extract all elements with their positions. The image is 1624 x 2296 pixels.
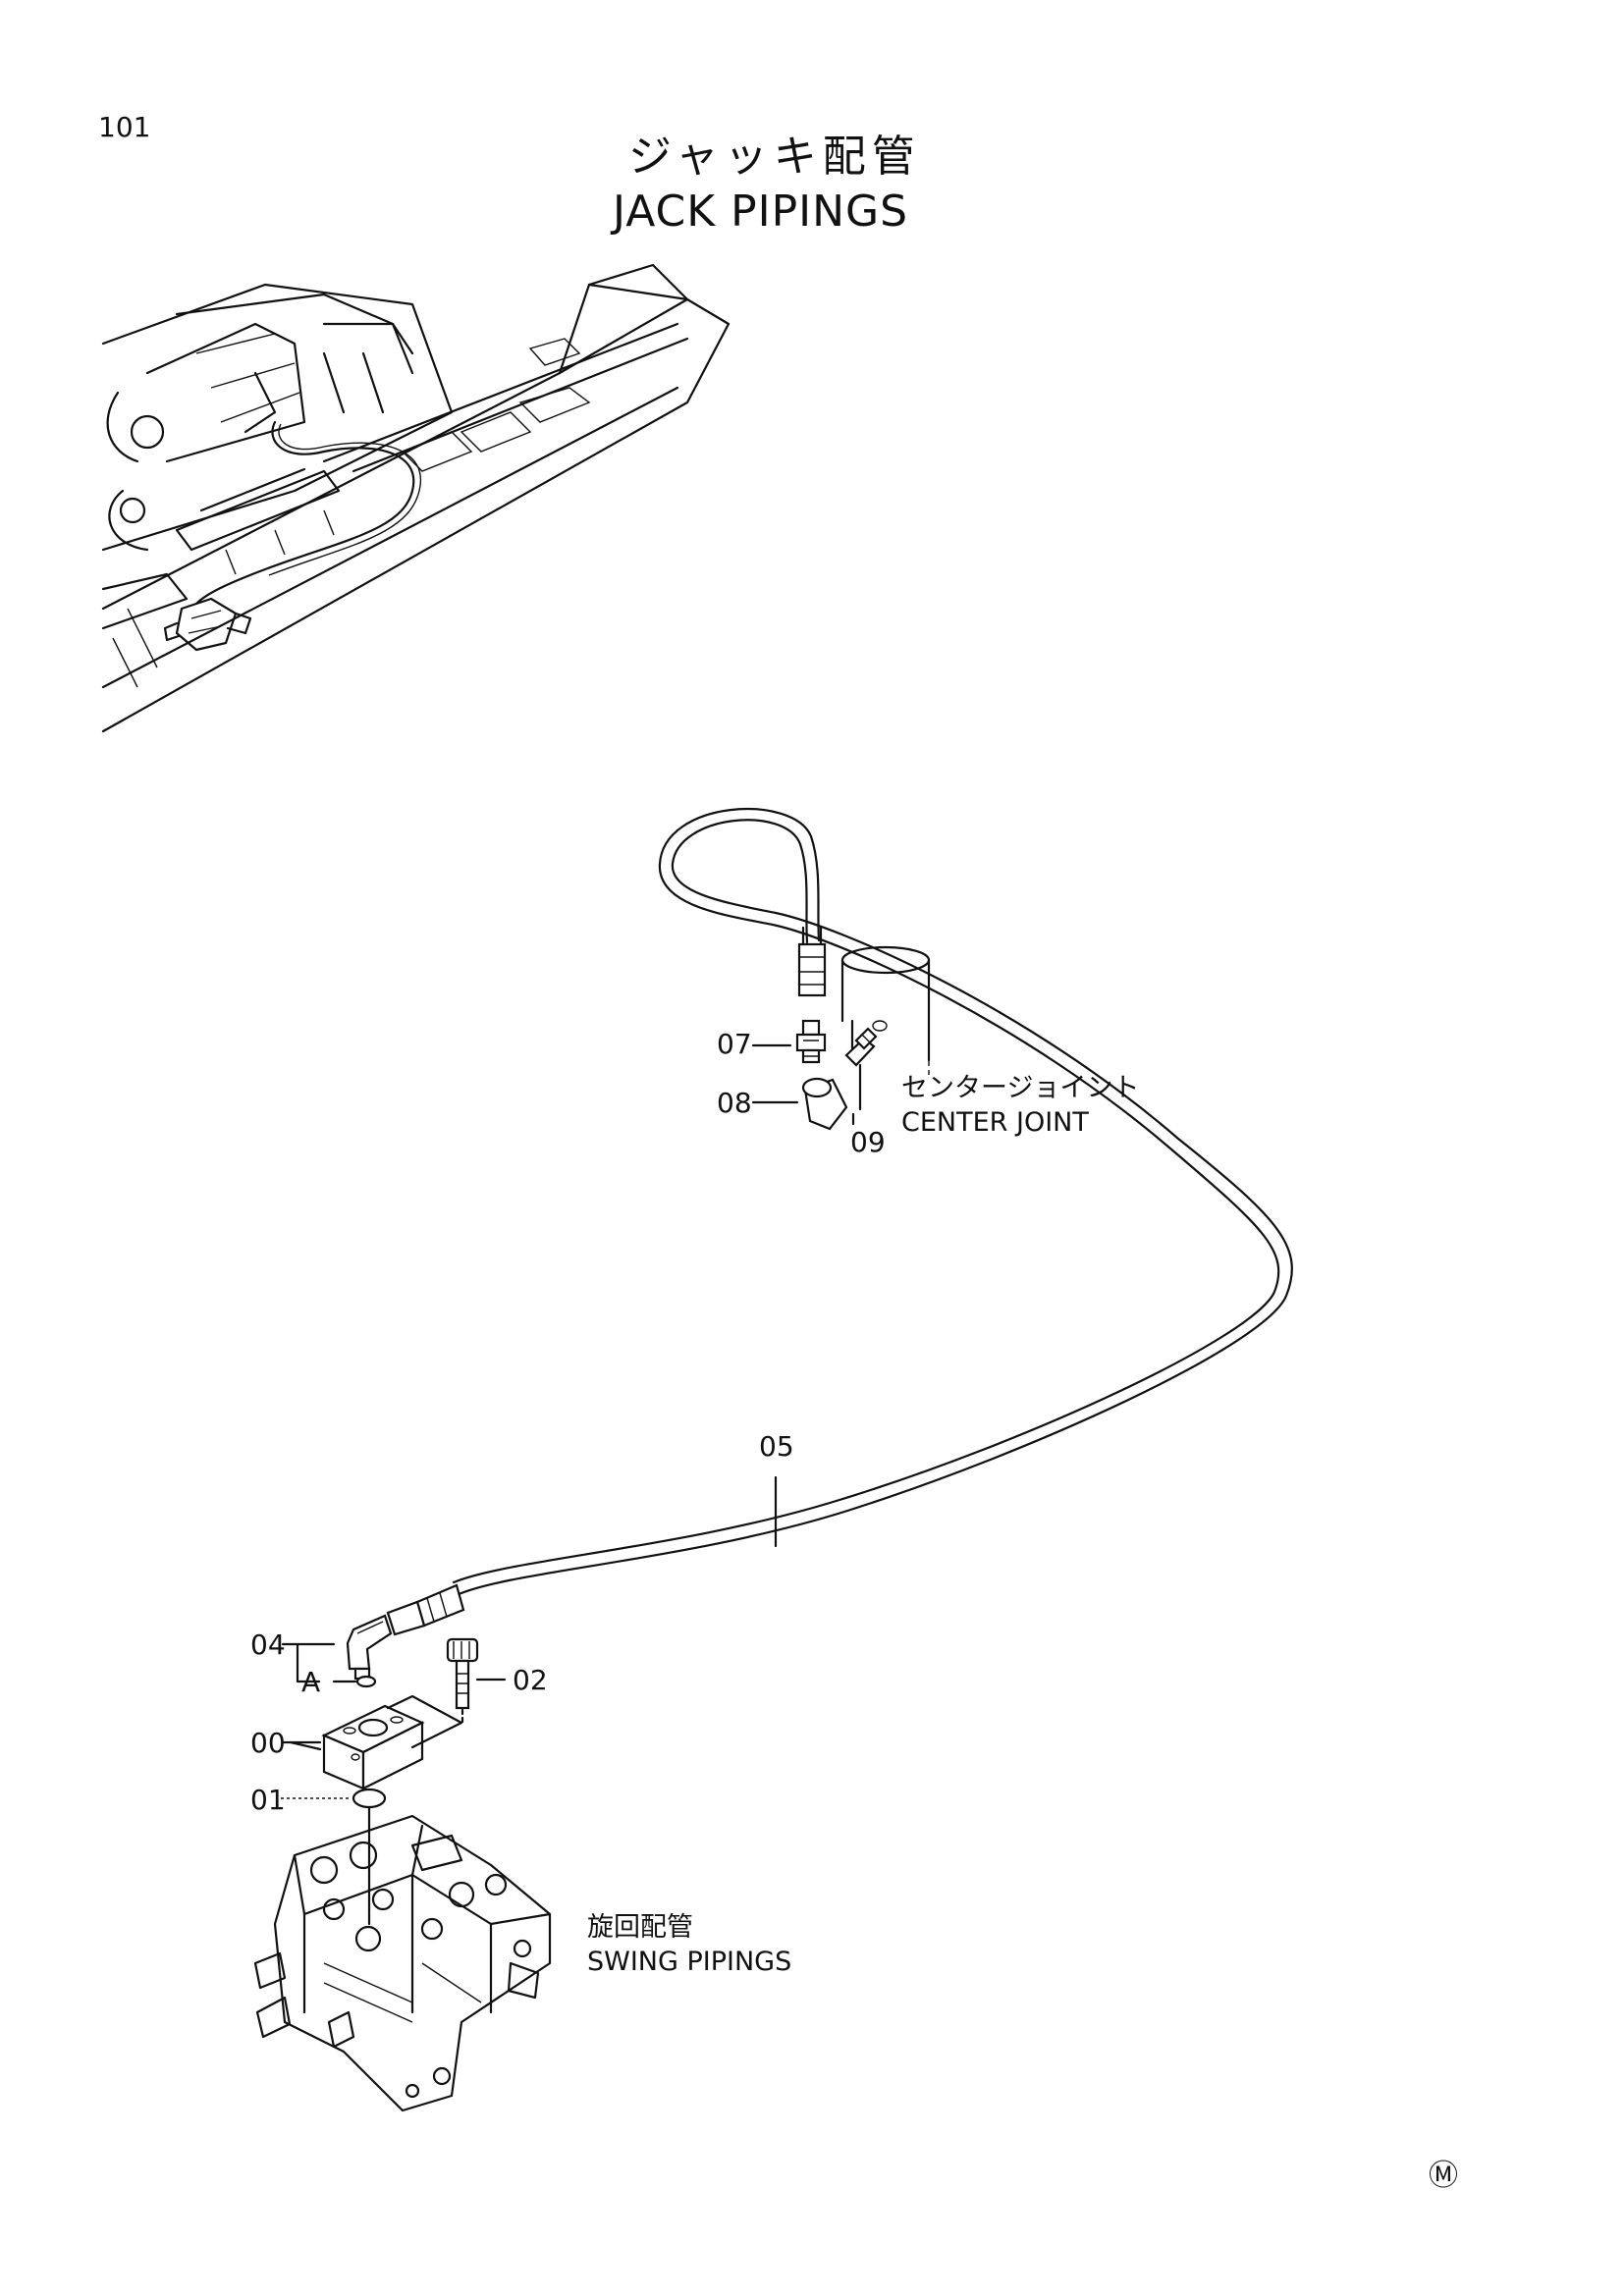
o-ring-a xyxy=(355,1675,377,1688)
part-number-04: 04 xyxy=(250,1629,286,1661)
part-number-01: 01 xyxy=(250,1784,286,1816)
center-joint-label-japanese: センタージョイント xyxy=(901,1073,1140,1103)
part-number-07: 07 xyxy=(717,1028,752,1060)
center-joint-label-english: CENTER JOINT xyxy=(901,1107,1089,1138)
leader-04-a xyxy=(281,1642,321,1683)
elbow-04 xyxy=(346,1614,393,1681)
adapter-07 xyxy=(751,1019,827,1064)
part-number-05: 05 xyxy=(759,1430,794,1463)
hose-lower-fitting xyxy=(386,1583,465,1636)
block-00 xyxy=(289,1694,463,1790)
elbow-09 xyxy=(844,1027,878,1111)
callout-a: A xyxy=(301,1666,321,1698)
part-number-08: 08 xyxy=(717,1087,752,1119)
swing-pipings-label-english: SWING PIPINGS xyxy=(587,1947,792,1977)
page-title-japanese: ジャッキ配管 xyxy=(628,132,921,182)
hose-upper-fitting xyxy=(797,926,827,997)
center-joint-cylinder xyxy=(840,945,931,1075)
o-ring-01 xyxy=(352,1788,387,1809)
control-valve-illustration xyxy=(253,1814,552,2112)
part-number-09: 09 xyxy=(850,1126,886,1158)
m-mark: Ⓜ xyxy=(1429,2159,1458,2193)
hose-05 xyxy=(452,808,1293,1597)
part-number-00: 00 xyxy=(250,1727,286,1759)
bolt-02 xyxy=(446,1637,507,1725)
swing-pipings-label-japanese: 旋回配管 xyxy=(587,1912,693,1943)
undercarriage-frame-illustration xyxy=(101,263,731,733)
part-number-02: 02 xyxy=(513,1664,548,1696)
page-number: 101 xyxy=(98,111,151,143)
page-title-english: JACK PIPINGS xyxy=(613,187,909,237)
cap-08 xyxy=(751,1077,848,1131)
